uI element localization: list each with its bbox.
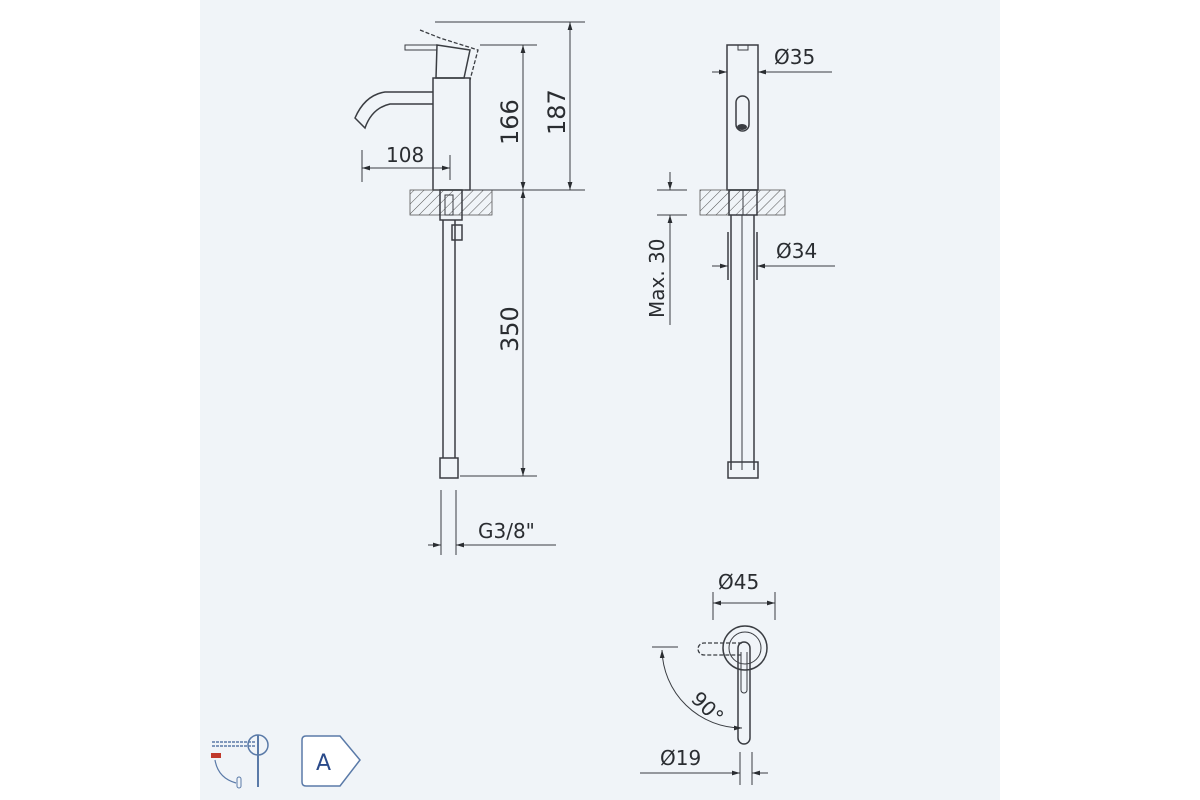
dim-d35: Ø35 (774, 45, 815, 69)
dim-d45: Ø45 (718, 570, 759, 594)
dim-g38: G3/8" (478, 519, 535, 543)
dim-166: 166 (496, 99, 524, 145)
spout (354, 91, 433, 130)
lever (404, 44, 438, 51)
dim-187: 187 (543, 89, 571, 135)
dim-350: 350 (496, 306, 524, 352)
hose-nut (439, 457, 459, 479)
lever-operation-icon (211, 734, 269, 789)
aerator-slot (735, 95, 750, 132)
handle-cap (435, 44, 471, 79)
dim-d34: Ø34 (776, 239, 817, 263)
side-view: 108 166 187 350 G3/8" (354, 21, 585, 555)
hose-nuts-front (727, 461, 759, 479)
dim-108: 108 (386, 143, 424, 167)
deck-section (409, 189, 493, 216)
drawing-panel (200, 0, 1000, 800)
energy-class-label: A (316, 751, 331, 776)
dim-max30: Max. 30 (645, 238, 669, 318)
dim-d19: Ø19 (660, 746, 701, 770)
front-view: Ø35 Max. 30 Ø34 (645, 44, 835, 479)
energy-class-badge: A (301, 735, 361, 787)
